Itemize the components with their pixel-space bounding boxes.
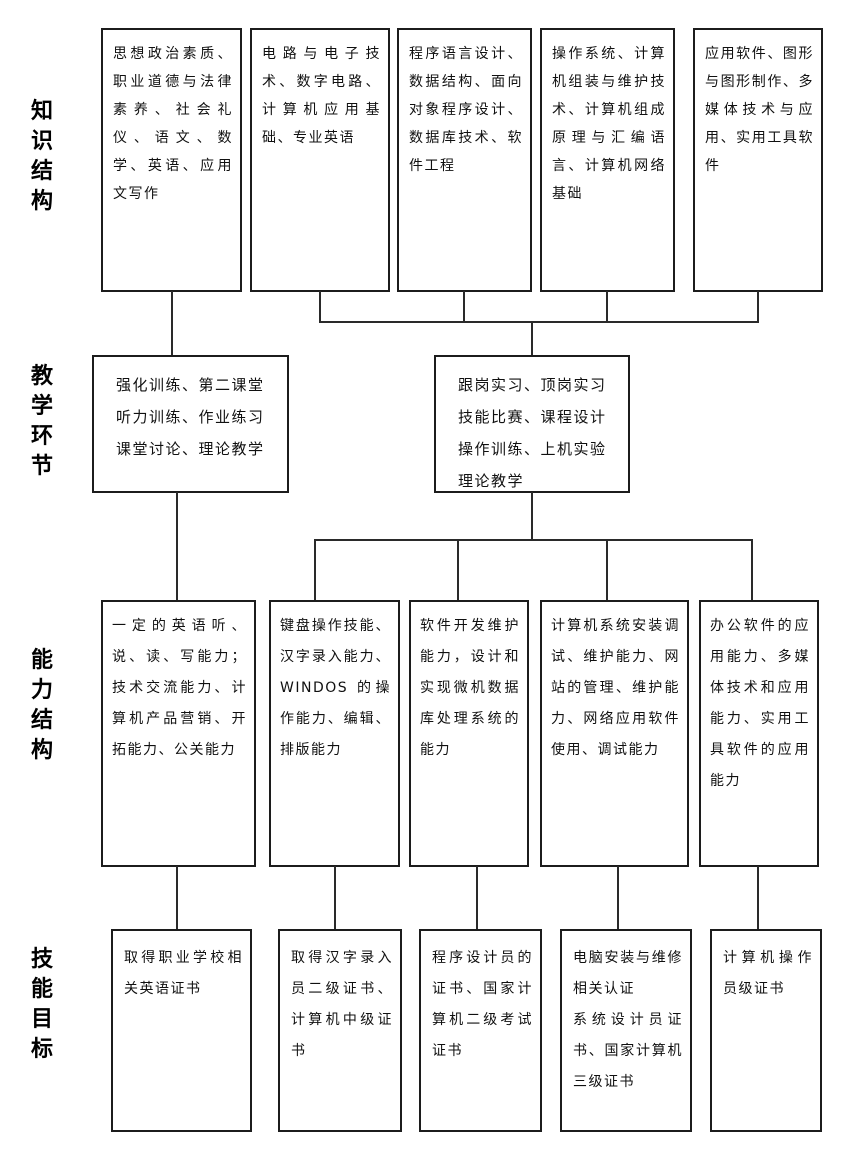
connector-a2-to-s2 <box>334 866 336 929</box>
ability-box-3: 软件开发维护能力，设计和实现微机数据库处理系统的能力 <box>409 600 529 867</box>
teaching-box-right: 跟岗实习、顶岗实习 技能比赛、课程设计 操作训练、上机实验 理论教学 <box>434 355 630 493</box>
ability-box-4: 计算机系统安装调试、维护能力、网站的管理、维护能力、网络应用软件使用、调试能力 <box>540 600 689 867</box>
knowledge-box-1: 思想政治素质、职业道德与法律素养、社会礼仪、语文、数学、英语、应用文写作 <box>101 28 242 292</box>
ability-box-1: 一定的英语听、说、读、写能力；技术交流能力、计算机产品营销、开拓能力、公关能力 <box>101 600 256 867</box>
knowledge-box-3: 程序语言设计、数据结构、面向对象程序设计、数据库技术、软件工程 <box>397 28 532 292</box>
ability-box-2: 键盘操作技能、汉字录入能力、WINDOS 的操作能力、编辑、排版能力 <box>269 600 400 867</box>
row-label-ability-structure: 能力结构 <box>30 648 53 763</box>
connector-a3-to-s3 <box>476 866 478 929</box>
skill-box-4: 电脑安装与维修相关认证 系统设计员证书、国家计算机三级证书 <box>560 929 692 1132</box>
connector-teaching-left-to-a1 <box>176 492 178 600</box>
connector-teaching-right-to-bus2 <box>531 492 533 540</box>
connector-bus1-to-teaching-right <box>531 321 533 355</box>
connector-bus2-to-a4 <box>606 539 608 600</box>
connector-a1-to-s1 <box>176 866 178 929</box>
connector-k1-to-teaching-left <box>171 291 173 355</box>
skill-box-1: 取得职业学校相关英语证书 <box>111 929 252 1132</box>
connector-k2-to-bus1 <box>319 291 321 322</box>
connector-a4-to-s4 <box>617 866 619 929</box>
connector-bus2-to-a5 <box>751 539 753 600</box>
skill-box-2: 取得汉字录入员二级证书、计算机中级证书 <box>278 929 402 1132</box>
connector-k4-to-bus1 <box>606 291 608 322</box>
ability-bus-line <box>314 539 753 541</box>
knowledge-box-4: 操作系统、计算机组装与维护技术、计算机组成原理与汇编语言、计算机网络基础 <box>540 28 675 292</box>
knowledge-bus-line <box>319 321 759 323</box>
connector-a5-to-s5 <box>757 866 759 929</box>
skill-box-3: 程序设计员的证书、国家计算机二级考试证书 <box>419 929 542 1132</box>
ability-box-5: 办公软件的应用能力、多媒体技术和应用能力、实用工具软件的应用能力 <box>699 600 819 867</box>
teaching-box-left: 强化训练、第二课堂 听力训练、作业练习 课堂讨论、理论教学 <box>92 355 289 493</box>
row-label-skill-goals: 技能目标 <box>30 947 53 1062</box>
row-label-teaching-links: 教学环节 <box>30 364 53 479</box>
connector-k3-to-bus1 <box>463 291 465 322</box>
connector-k5-to-bus1 <box>757 291 759 322</box>
skill-box-5: 计算机操作员级证书 <box>710 929 822 1132</box>
connector-bus2-to-a2 <box>314 539 316 600</box>
knowledge-box-2: 电路与电子技术、数字电路、计算机应用基础、专业英语 <box>250 28 390 292</box>
knowledge-box-5: 应用软件、图形与图形制作、多媒体技术与应用、实用工具软件 <box>693 28 823 292</box>
connector-bus2-to-a3 <box>457 539 459 600</box>
row-label-knowledge-structure: 知识结构 <box>30 99 53 214</box>
